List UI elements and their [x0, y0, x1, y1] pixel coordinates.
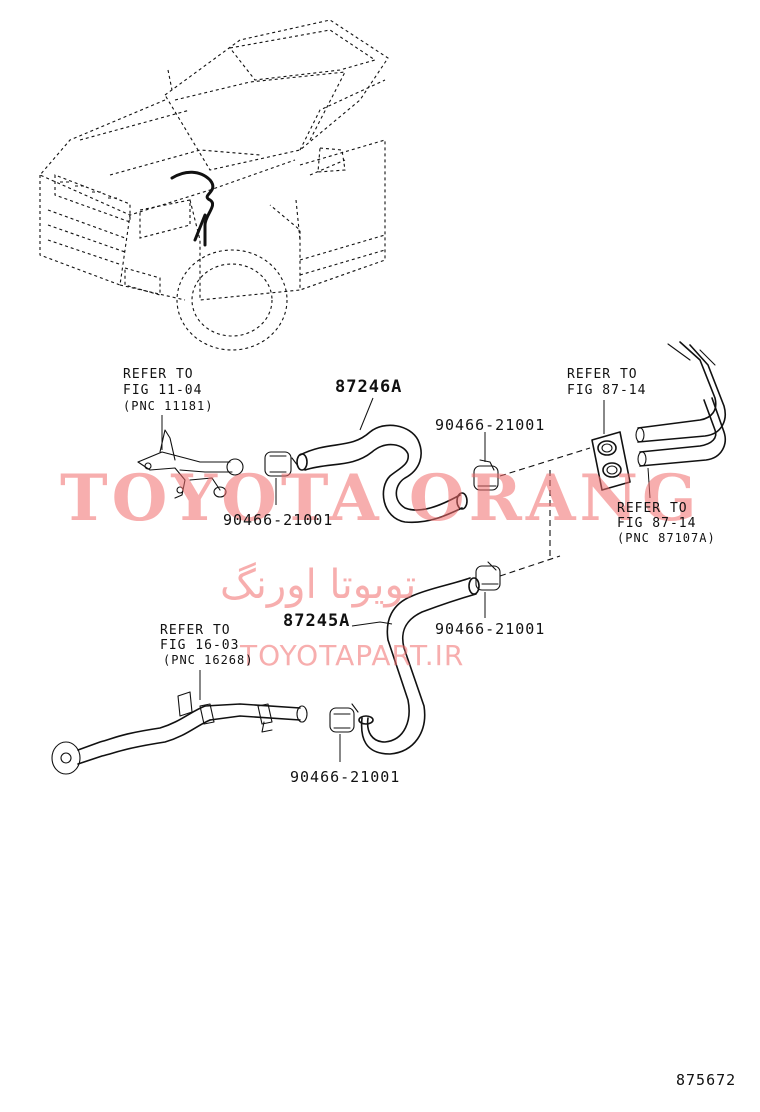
refer-mid-right-line1: REFER TO — [617, 501, 688, 516]
refer-mid-right: REFER TO FIG 87-14 (PNC 87107A) — [617, 501, 716, 545]
refer-top-right: REFER TO FIG 87-14 — [567, 367, 646, 398]
vehicle-illustration — [39, 19, 389, 351]
clamp-upper-right — [473, 459, 499, 491]
refer-mid-right-line2: FIG 87-14 — [617, 516, 696, 531]
refer-bottom-left-line2: FIG 16-03 — [160, 638, 239, 653]
watermark-persian: تویوتا اورنگ — [220, 562, 416, 608]
assembly-line-lower — [499, 555, 561, 577]
grommet — [591, 431, 631, 491]
part-number-clamp-upper-right: 90466-21001 — [435, 416, 545, 434]
part-number-clamp-upper-left: 90466-21001 — [223, 511, 333, 529]
part-number-clamp-lower-right: 90466-21001 — [435, 620, 545, 638]
leader-lines — [161, 397, 651, 762]
refer-top-right-line2: FIG 87-14 — [567, 383, 646, 398]
watermark-main: TOYOTA ORANG — [60, 461, 701, 536]
hose-87245a — [358, 577, 480, 755]
part-number-clamp-lower-left: 90466-21001 — [290, 768, 400, 786]
clamp-lower-right — [475, 561, 501, 591]
assembly-line-upper — [499, 447, 591, 477]
refer-top-right-line1: REFER TO — [567, 367, 638, 382]
refer-top-left-line1: REFER TO — [123, 367, 194, 382]
refer-bottom-left: REFER TO FIG 16-03 (PNC 16268) — [160, 623, 253, 667]
refer-bottom-left-line1: REFER TO — [160, 623, 231, 638]
figure-number: 875672 — [676, 1071, 736, 1089]
water-bypass-pipe — [51, 691, 308, 775]
heater-core-pipes — [635, 341, 726, 467]
clamp-lower-left — [329, 703, 359, 733]
refer-top-left: REFER TO FIG 11-04 (PNC 11181) — [123, 367, 213, 413]
refer-bottom-left-line3: (PNC 16268) — [163, 653, 253, 667]
part-number-87246a: 87246A — [335, 377, 402, 397]
refer-mid-right-line3: (PNC 87107A) — [617, 531, 716, 545]
refer-top-left-line3: (PNC 11181) — [123, 399, 213, 413]
watermark-url: TOYOTAPART.IR — [239, 639, 464, 672]
clamp-upper-left — [264, 451, 299, 477]
part-number-87245a: 87245A — [283, 611, 350, 631]
refer-top-left-line2: FIG 11-04 — [123, 383, 202, 398]
hose-87246a — [296, 424, 468, 524]
